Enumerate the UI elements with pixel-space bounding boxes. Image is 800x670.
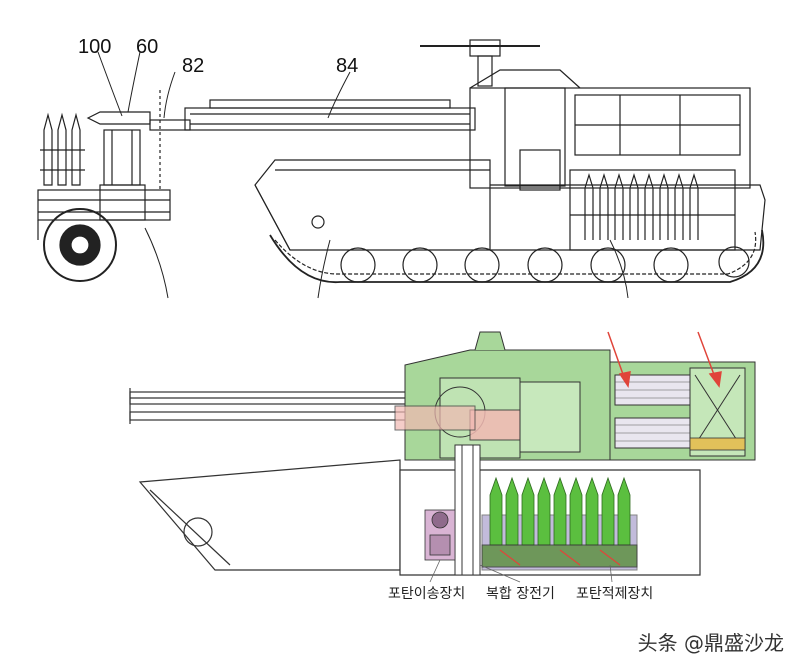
watermark-text: 头条 @鼎盛沙龙 [637,631,784,655]
gun-barrel [149,99,476,131]
cutaway-shells [489,476,631,546]
watermark: 头条 @鼎盛沙龙 [638,627,784,656]
reference-numeral-100: 100 [78,36,112,58]
ammo-supply-trailer [37,90,171,282]
reference-numeral-60: 60 [136,36,159,58]
trailer-shells [40,112,85,186]
bottom-cutaway-drawing [129,331,756,583]
shell-magazine [569,169,736,251]
reference-numeral-84: 84 [336,55,359,77]
label-shell-transfer-device: 포탄이송장치 [388,586,466,602]
magazine-shells [584,172,699,240]
track [269,229,765,283]
reference-numeral-82: 82 [182,55,205,77]
cutaway-hull-magazine [481,476,638,571]
cutaway-loader [454,444,481,576]
indicator-arrows [607,331,722,389]
label-shell-stowage-device: 포탄적제장치 [576,586,654,602]
turret [420,39,751,191]
cutaway-gun-barrel [129,388,431,424]
cutaway-leader-lines [429,559,613,583]
leader-lines [97,51,629,299]
label-combined-loader: 복합 장전기 [486,586,555,602]
hull [254,159,766,251]
top-vehicle-drawing [37,39,766,299]
cutaway-turret [394,331,756,461]
cutaway-transfer-device [424,509,456,561]
